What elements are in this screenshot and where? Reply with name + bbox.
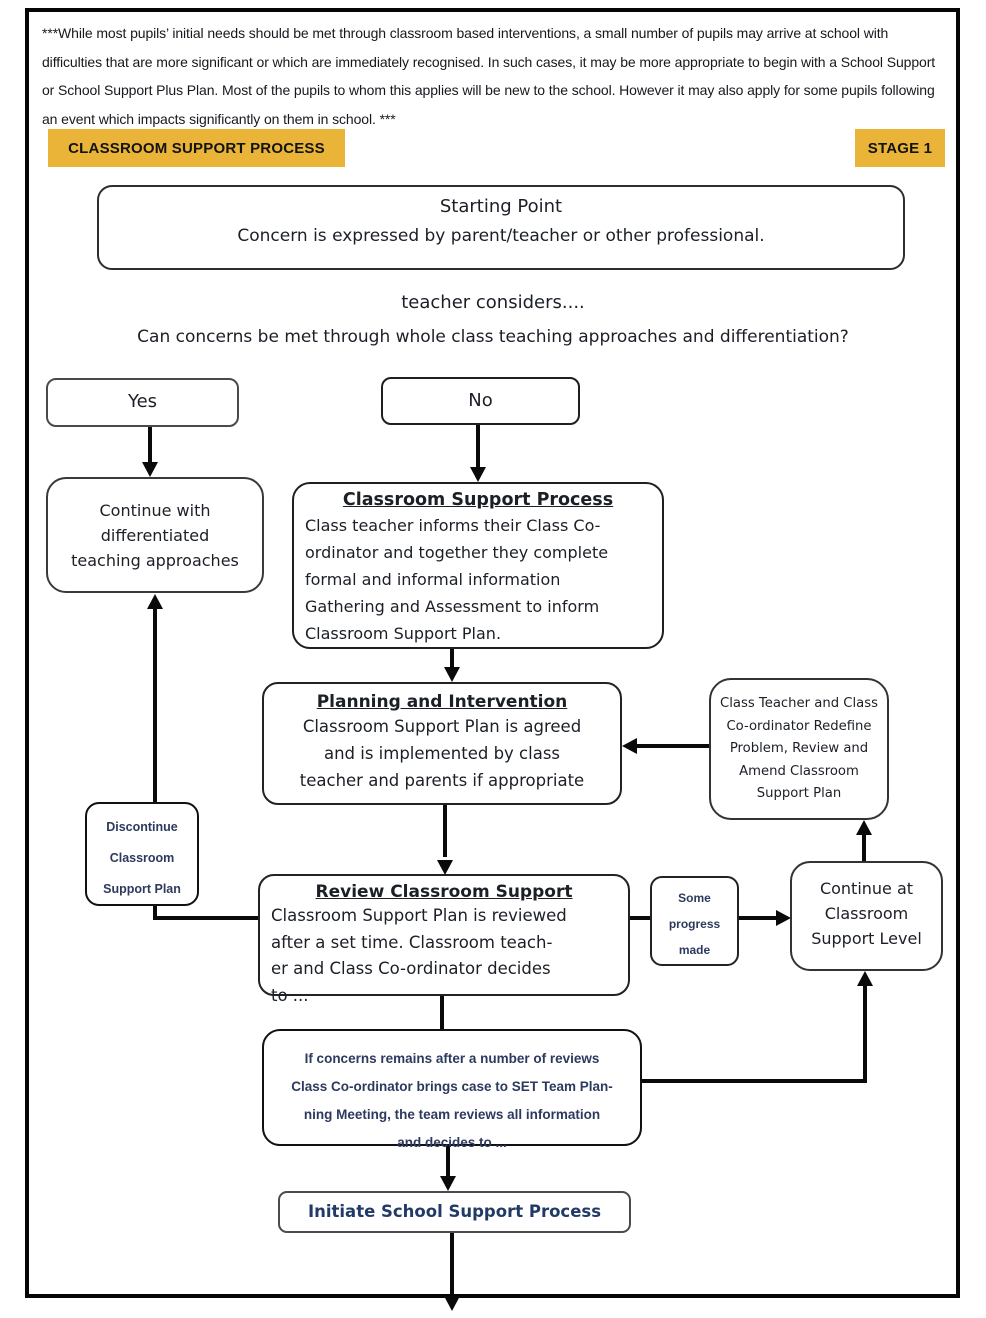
starting-point-body: Concern is expressed by parent/teacher o… <box>237 226 765 246</box>
arrowhead-down-icon <box>470 467 486 482</box>
node-continue-differentiated: Continue with differentiated teaching ap… <box>46 477 264 593</box>
connector-redefine-planning <box>634 744 709 748</box>
continue-level-text: Continue at Classroom Support Level <box>811 879 922 948</box>
arrowhead-up-icon <box>856 820 872 835</box>
review-body: Classroom Support Plan is reviewed after… <box>271 906 567 1005</box>
some-progress-text: Some progress made <box>668 891 721 957</box>
banner-stage-1: STAGE 1 <box>855 129 945 167</box>
arrowhead-left-icon <box>622 738 637 754</box>
question-label: Can concerns be met through whole class … <box>137 327 849 347</box>
continue-differentiated-text: Continue with differentiated teaching ap… <box>71 501 239 570</box>
planning-body: Classroom Support Plan is agreed and is … <box>299 717 585 790</box>
connector-review-left <box>155 916 258 920</box>
banner-classroom-support-process: CLASSROOM SUPPORT PROCESS <box>48 129 345 167</box>
connector-up-to-continuelevel <box>863 984 867 1083</box>
if-concerns-text: If concerns remains after a number of re… <box>291 1051 613 1150</box>
discontinue-text: Discontinue Classroom Support Plan <box>103 820 181 896</box>
connector-yes-continue <box>148 427 152 464</box>
connector-review-ifconcerns <box>440 996 444 1032</box>
csp-body: Class teacher informs their Class Co- or… <box>305 516 609 643</box>
csp-title: Classroom Support Process <box>342 490 614 510</box>
arrowhead-up-icon <box>857 971 873 986</box>
starting-point-title: Starting Point <box>439 196 563 217</box>
node-no: No <box>381 377 580 425</box>
intro-note: ***While most pupils’ initial needs shou… <box>42 25 936 127</box>
connector-planning-review <box>443 805 447 857</box>
node-starting-point: Starting Point Concern is expressed by p… <box>97 185 905 270</box>
teacher-considers-label: teacher considers.... <box>401 292 585 313</box>
redefine-text: Class Teacher and Class Co-ordinator Red… <box>720 696 878 801</box>
arrowhead-right-icon <box>776 910 791 926</box>
node-discontinue-plan: Discontinue Classroom Support Plan <box>85 802 199 906</box>
arrowhead-down-icon <box>142 462 158 477</box>
node-if-concerns: If concerns remains after a number of re… <box>262 1029 642 1150</box>
node-review-support: Review Classroom Support Classroom Suppo… <box>258 874 630 1005</box>
node-some-progress: Some progress made <box>650 876 739 966</box>
arrowhead-up-icon <box>147 594 163 609</box>
node-planning-intervention: Planning and Intervention Classroom Supp… <box>262 682 622 805</box>
connector-ifconcerns-initiate <box>446 1146 450 1178</box>
connector-someprogress-continuelevel <box>739 916 778 920</box>
node-continue-level: Continue at Classroom Support Level <box>790 861 943 971</box>
planning-title: Planning and Intervention <box>316 692 568 712</box>
arrowhead-down-icon <box>437 860 453 875</box>
connector-up-to-continue <box>153 606 157 920</box>
arrowhead-down-icon <box>444 667 460 682</box>
review-title: Review Classroom Support <box>315 882 573 902</box>
connector-continuelevel-redefine <box>862 832 866 862</box>
connector-csp-planning <box>450 649 454 669</box>
connector-exit <box>450 1233 454 1299</box>
node-classroom-support-process: Classroom Support Process Class teacher … <box>292 482 664 649</box>
node-initiate-school-support: Initiate School Support Process <box>278 1191 631 1233</box>
page-border <box>25 8 960 1298</box>
arrowhead-down-icon <box>440 1176 456 1191</box>
arrowhead-down-icon <box>444 1296 460 1311</box>
connector-review-someprogress <box>630 916 650 920</box>
connector-ifconcerns-right <box>642 1079 867 1083</box>
connector-no-csp <box>476 425 480 469</box>
node-redefine-plan: Class Teacher and Class Co-ordinator Red… <box>709 678 889 820</box>
node-yes: Yes <box>46 378 239 427</box>
